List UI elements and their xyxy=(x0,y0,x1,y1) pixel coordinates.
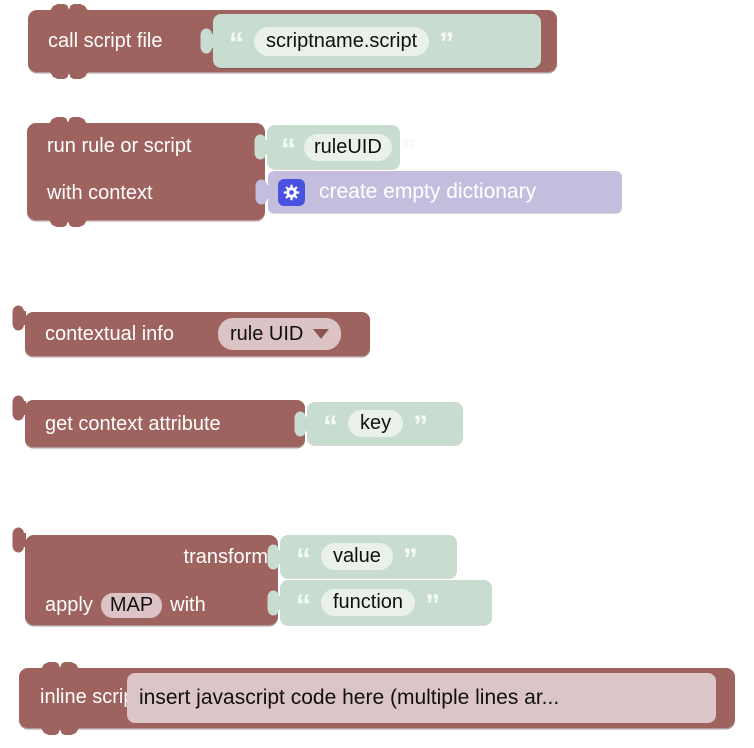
value-connector-tab xyxy=(254,134,268,160)
chevron-down-icon xyxy=(313,329,330,339)
block-get-context-attribute[interactable]: get context attribute “ key ” xyxy=(12,395,463,447)
block-inline-script[interactable]: inline script insert javascript code her… xyxy=(19,662,735,728)
block-transform-apply[interactable]: transform apply MAP with “ value ” “ fun… xyxy=(12,527,492,625)
next-connector-notch xyxy=(41,728,79,735)
function-field[interactable]: function xyxy=(321,589,416,616)
block-body[interactable] xyxy=(27,123,265,220)
value-field[interactable]: value xyxy=(321,543,393,570)
block-label-transform: transform xyxy=(183,546,268,568)
rule-uid-field[interactable]: ruleUID xyxy=(304,133,392,161)
close-quote: ” xyxy=(425,588,441,622)
inline-script-code-field[interactable]: insert javascript code here (multiple li… xyxy=(127,673,716,723)
output-connector-tab xyxy=(12,395,26,421)
next-connector-notch xyxy=(50,72,88,79)
value-connector-tab xyxy=(255,179,269,205)
block-call-script-file[interactable]: call script file “ scriptname.script ” xyxy=(28,4,557,72)
value-connector-tab xyxy=(267,544,281,569)
block-label-with-context: with context xyxy=(47,182,153,204)
apply-map-with-row: apply MAP with xyxy=(45,589,206,621)
block-label: contextual info xyxy=(45,323,174,345)
previous-connector-notch xyxy=(49,117,87,124)
value-connector-tab xyxy=(267,590,281,615)
string-value-block[interactable]: “ value ” xyxy=(267,535,457,578)
string-value-block[interactable]: “ ruleUID ” xyxy=(254,125,417,169)
open-quote: “ xyxy=(296,542,311,576)
next-connector-notch xyxy=(49,220,87,227)
output-connector-tab xyxy=(12,527,26,553)
previous-connector-notch xyxy=(50,4,88,11)
create-empty-dictionary-block[interactable]: create empty dictionary xyxy=(255,171,622,213)
string-value-block[interactable]: “ function ” xyxy=(267,580,492,625)
key-field[interactable]: key xyxy=(348,410,404,437)
block-run-rule-or-script[interactable]: run rule or script with context “ ruleUI… xyxy=(27,117,623,220)
block-label: get context attribute xyxy=(45,413,221,435)
close-quote: ” xyxy=(413,409,429,443)
block-label-run: run rule or script xyxy=(47,135,192,157)
open-quote: “ xyxy=(296,588,311,622)
close-quote: ” xyxy=(402,542,418,576)
map-transformation-field[interactable]: MAP xyxy=(100,592,163,618)
block-label-apply: apply xyxy=(45,593,93,616)
string-value-block[interactable]: “ scriptname.script ” xyxy=(200,14,541,68)
output-connector-tab xyxy=(12,305,26,331)
block-label: inline script xyxy=(40,686,141,708)
open-quote: “ xyxy=(281,133,296,166)
string-value-block[interactable]: “ key ” xyxy=(294,402,463,445)
context-info-dropdown[interactable]: rule UID xyxy=(218,318,342,350)
block-label-with: with xyxy=(170,593,206,616)
value-connector-tab xyxy=(294,411,308,436)
dropdown-value: rule UID xyxy=(230,322,304,345)
value-connector-tab xyxy=(200,28,214,54)
dictionary-block-label: create empty dictionary xyxy=(319,180,537,203)
gear-icon[interactable] xyxy=(278,178,305,206)
close-quote: ” xyxy=(401,133,417,166)
block-label: call script file xyxy=(48,30,163,52)
block-body[interactable] xyxy=(25,400,305,447)
script-name-field[interactable]: scriptname.script xyxy=(254,26,430,56)
close-quote: ” xyxy=(439,27,455,60)
open-quote: “ xyxy=(323,409,338,443)
previous-connector-notch xyxy=(41,662,79,669)
open-quote: “ xyxy=(229,27,244,60)
block-contextual-info[interactable]: contextual info rule UID xyxy=(12,305,370,356)
